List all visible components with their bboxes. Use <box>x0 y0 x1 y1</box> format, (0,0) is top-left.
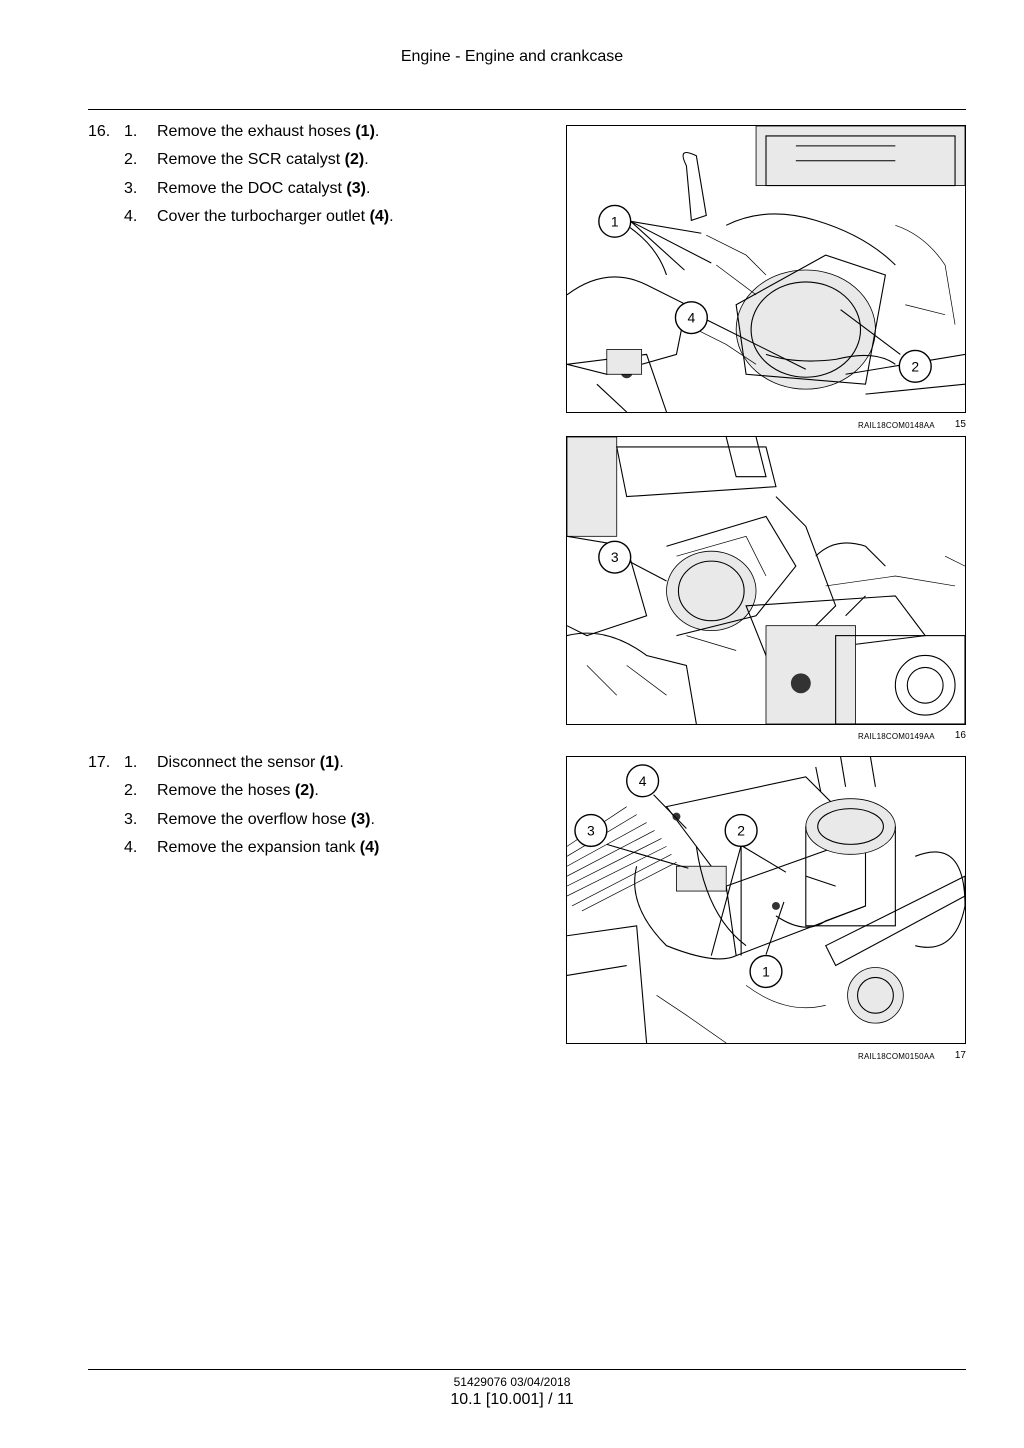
step-item: 2. Remove the hoses (2). <box>88 782 548 810</box>
item-text: Remove the SCR catalyst (2). <box>157 151 369 169</box>
page-header-title: Engine - Engine and crankcase <box>400 48 624 65</box>
step-item: 2. Remove the SCR catalyst (2). <box>88 151 548 179</box>
svg-text:3: 3 <box>587 822 595 838</box>
footer-rule <box>88 1369 966 1370</box>
footer-document-id: 51429076 03/04/2018 <box>453 1375 571 1389</box>
svg-text:2: 2 <box>911 358 919 374</box>
step-item: 16. 1. Remove the exhaust hoses (1). <box>88 123 548 151</box>
figure-15-number: 15 <box>954 419 966 430</box>
figure-15-callout-4: 4 <box>674 301 708 335</box>
svg-text:4: 4 <box>639 773 647 789</box>
svg-text:2: 2 <box>737 822 745 838</box>
figure-17-number: 17 <box>954 1050 966 1061</box>
step-17: 17. 1. Disconnect the sensor (1). 2. Rem… <box>88 754 548 867</box>
item-number: 4. <box>124 207 138 225</box>
figure-17-code: RAIL18COM0150AA <box>858 1052 935 1061</box>
item-text: Remove the exhaust hoses (1). <box>157 123 380 140</box>
step-16: 16. 1. Remove the exhaust hoses (1). 2. … <box>88 123 548 236</box>
svg-text:3: 3 <box>611 549 619 565</box>
figure-15-callout-2: 2 <box>898 349 932 383</box>
item-text: Cover the turbocharger outlet (4). <box>157 207 394 225</box>
figure-17-callout-3: 3 <box>574 813 608 848</box>
item-number: 2. <box>124 782 138 800</box>
step-item: 3. Remove the overflow hose (3). <box>88 811 548 839</box>
figure-16-callout-3: 3 <box>598 540 632 574</box>
figure-17-callout-1: 1 <box>749 954 783 989</box>
step-item: 17. 1. Disconnect the sensor (1). <box>88 754 548 782</box>
item-text: Remove the overflow hose (3). <box>157 810 375 828</box>
item-text: Disconnect the sensor (1). <box>157 754 344 771</box>
svg-text:1: 1 <box>611 213 619 229</box>
step-item: 4. Cover the turbocharger outlet (4). <box>88 208 548 236</box>
svg-text:1: 1 <box>762 963 770 979</box>
item-text: Remove the DOC catalyst (3). <box>157 179 371 197</box>
step-item: 3. Remove the DOC catalyst (3). <box>88 180 548 208</box>
figure-17-callout-2: 2 <box>724 813 758 848</box>
figure-16-code: RAIL18COM0149AA <box>858 732 935 741</box>
svg-text:4: 4 <box>688 310 696 326</box>
item-number: 4. <box>124 838 138 856</box>
header-rule <box>88 109 966 110</box>
step-item: 4. Remove the expansion tank (4) <box>88 839 548 867</box>
item-number: 1. <box>124 754 138 771</box>
item-text: Remove the expansion tank (4) <box>157 838 380 856</box>
figure-16-illustration: 3 <box>566 436 966 725</box>
figure-15-illustration: 1 4 2 <box>566 125 966 413</box>
figure-17-illustration: 4 3 2 1 <box>566 756 966 1044</box>
item-number: 3. <box>124 179 138 197</box>
figure-16-number: 16 <box>954 730 966 741</box>
figure-17-callout-4: 4 <box>626 764 660 798</box>
item-number: 2. <box>124 151 138 169</box>
item-number: 3. <box>124 810 138 828</box>
figure-15-callout-1: 1 <box>598 204 632 238</box>
step-number: 16. <box>88 123 111 140</box>
item-text: Remove the hoses (2). <box>157 782 319 800</box>
step-number: 17. <box>88 754 111 771</box>
item-number: 1. <box>124 123 138 140</box>
figure-15-code: RAIL18COM0148AA <box>858 421 935 430</box>
footer-page-number: 10.1 [10.001] / 11 <box>450 1391 574 1408</box>
